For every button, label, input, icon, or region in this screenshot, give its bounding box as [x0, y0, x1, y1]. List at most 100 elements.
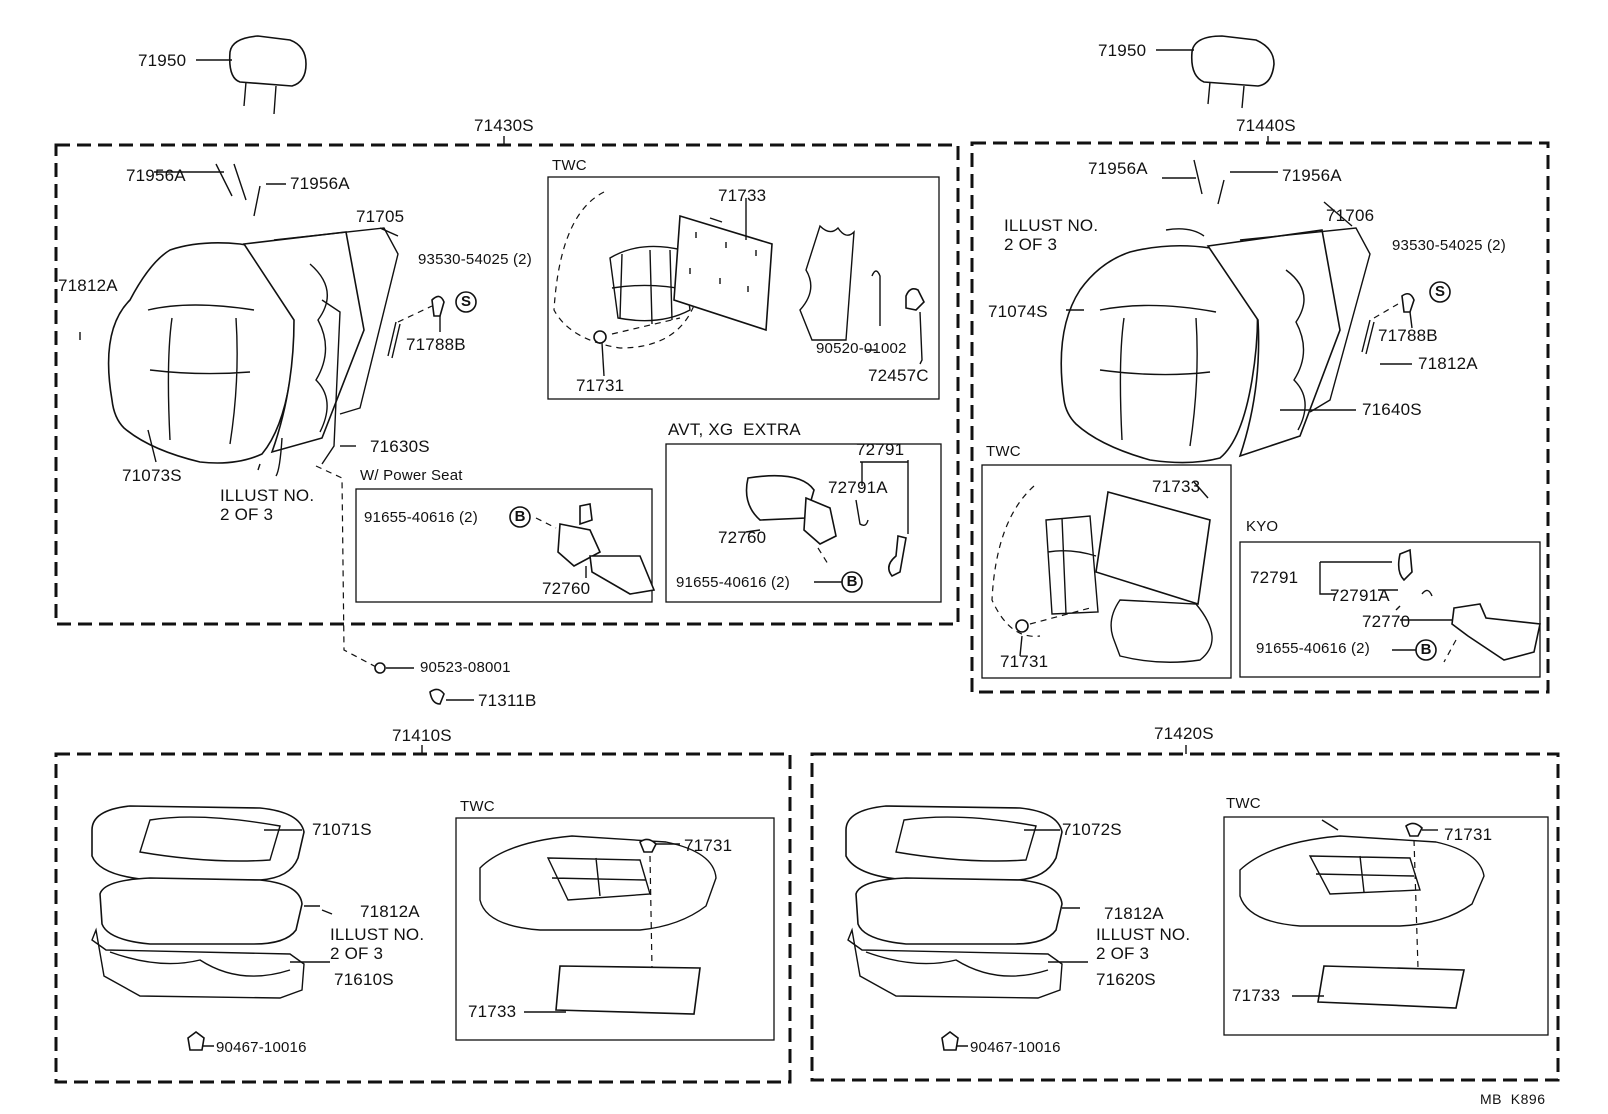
part-cushion-cover-right: 71072S: [1062, 820, 1122, 839]
twc-box-back-right: [981, 464, 1232, 679]
marker-b-avt-text: B: [846, 573, 858, 590]
assembly-label-71420S: 71420S: [1154, 724, 1214, 743]
variant-label-avt: AVT, XG EXTRA: [668, 420, 801, 439]
part-kyo-lever-a: 72791A: [1330, 586, 1390, 605]
variant-label-kyo: KYO: [1246, 518, 1279, 535]
kyo-drawing: [1319, 548, 1541, 663]
variant-label-twc-back-left: TWC: [552, 157, 587, 174]
part-twc-clip: 71731: [576, 376, 625, 395]
assembly-label-71410S: 71410S: [392, 726, 452, 745]
part-r-twc-clip: 71731: [1000, 652, 1049, 671]
fastener-leader-right: [1373, 303, 1399, 319]
illust-leader-right: [1165, 228, 1205, 237]
part-hog-left: 71812A: [58, 276, 118, 295]
cap-drawing: [429, 688, 445, 705]
part-illust-right: ILLUST NO. 2 OF 3: [1004, 216, 1099, 254]
marker-s-left-text: S: [460, 293, 471, 310]
part-kyo-screw: 91655-40616 (2): [1256, 640, 1370, 657]
part-fastener-left: 71788B: [406, 335, 466, 354]
part-nut: 90523-08001: [420, 659, 511, 676]
part-twc-bracket: 71733: [718, 186, 767, 205]
kyo-box: [1239, 541, 1541, 678]
twc-bracket-leader: [709, 217, 723, 223]
part-headrest-left: 71950: [138, 51, 187, 70]
part-cushion-bolt-right: 90467-10016: [970, 1039, 1061, 1056]
part-cushion-cover-left: 71071S: [312, 820, 372, 839]
part-cushion-illust-right: ILLUST NO. 2 OF 3: [1096, 925, 1191, 963]
variant-label-twc-cushion-right: TWC: [1226, 795, 1261, 812]
part-screw-right: 93530-54025 (2): [1392, 237, 1506, 254]
marker-b-power-seat: [509, 506, 531, 528]
part-cover-right: 71074S: [988, 302, 1048, 321]
part-cushion-illust-left: ILLUST NO. 2 OF 3: [330, 925, 425, 963]
part-avt-lever-a: 72791A: [828, 478, 888, 497]
headrest-right-drawing: [1156, 35, 1275, 109]
part-pad-right: 71640S: [1362, 400, 1422, 419]
part-cushion-hog-left: 71812A: [360, 902, 420, 921]
part-twc-clamp: 72457C: [868, 366, 929, 385]
twc-back-right-drawing: [991, 485, 1213, 663]
avt-drawing: [745, 460, 909, 578]
avt-box: [665, 443, 942, 603]
support-left-2: [253, 183, 286, 217]
marker-s-right: [1429, 281, 1451, 303]
part-kyo-lever: 72791: [1250, 568, 1299, 587]
marker-b-power-seat-text: B: [514, 508, 526, 525]
fastener-right-drawing: [1401, 292, 1415, 313]
part-illust-left: ILLUST NO. 2 OF 3: [220, 486, 315, 524]
fastener-left-drawing: [431, 295, 445, 317]
illust-leader-left: [275, 437, 283, 477]
headrest-left-drawing: [196, 35, 307, 115]
part-cushion-frame-left: 71610S: [334, 970, 394, 989]
supports-left: [154, 163, 247, 201]
kyo-knob-leader: [1395, 605, 1401, 611]
assembly-box-71420S: [810, 745, 1560, 1082]
part-avt-lever: 72791: [856, 440, 905, 459]
part-support-right-1: 71956A: [1088, 159, 1148, 178]
cushion-leader-misc: [1321, 819, 1339, 831]
part-cushion-hog-right: 71812A: [1104, 904, 1164, 923]
part-headrest-right: 71950: [1098, 41, 1147, 60]
part-frame-left: 71705: [356, 207, 405, 226]
part-ctwc-clip-left: 71731: [684, 836, 733, 855]
part-cushion-bolt-left: 90467-10016: [216, 1039, 307, 1056]
power-seat-box: [355, 488, 653, 603]
variant-label-twc-cushion-left: TWC: [460, 798, 495, 815]
marker-s-left: [455, 291, 477, 313]
part-ctwc-bracket-right: 71733: [1232, 986, 1281, 1005]
twc-box-cushion-left: [455, 817, 775, 1041]
nut-drawing: [374, 662, 386, 674]
twc-box-cushion-right: [1223, 816, 1549, 1036]
cushion-hog-left-drawing: [321, 909, 333, 915]
assembly-label-71430S: 71430S: [474, 116, 534, 135]
fastener-right-leader: [1409, 311, 1413, 329]
assembly-box-71410S: [54, 745, 792, 1084]
part-support-right-2: 71956A: [1282, 166, 1342, 185]
part-cap: 71311B: [478, 691, 537, 710]
dashed-route-left: [315, 465, 379, 669]
seat-back-left-drawing: [107, 227, 401, 465]
cushion-left-drawing: [91, 805, 330, 1051]
part-support-left-1: 71956A: [126, 166, 186, 185]
part-cover-left: 71073S: [122, 466, 182, 485]
cushion-right-drawing: [845, 805, 1088, 1051]
assembly-box-71430S: [54, 136, 960, 626]
assembly-label-71440S: 71440S: [1236, 116, 1296, 135]
fastener-leader-left: [397, 305, 433, 323]
cushion-twc-right-drawing: [1239, 822, 1485, 1009]
part-support-left-2: 71956A: [290, 174, 350, 193]
part-avt-knob: 72760: [718, 528, 767, 547]
r-twc-bracket-leader: [1193, 481, 1209, 499]
part-frame-right: 71706: [1326, 206, 1375, 225]
variant-label-twc-back-right: TWC: [986, 443, 1021, 460]
part-cushion-frame-right: 71620S: [1096, 970, 1156, 989]
part-r-twc-bracket: 71733: [1152, 477, 1201, 496]
cover-leaders-left: [147, 429, 261, 471]
part-ps-knob: 72760: [542, 579, 591, 598]
power-seat-knob-drawing: [535, 503, 656, 595]
part-twc-wire: 90520-01002: [816, 340, 907, 357]
supports-right: [1162, 159, 1225, 205]
assembly-box-71440S: [970, 136, 1550, 694]
part-ctwc-bracket-left: 71733: [468, 1002, 517, 1021]
